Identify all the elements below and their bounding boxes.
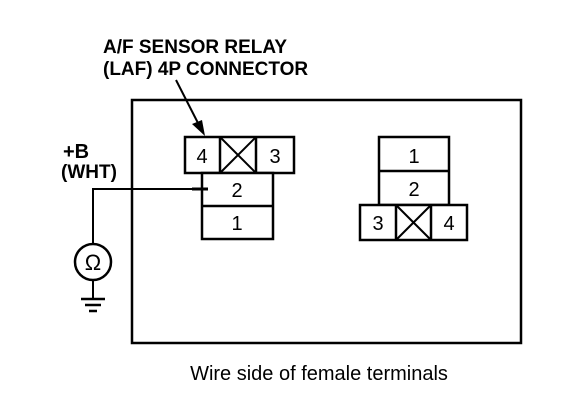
ohm-symbol: Ω bbox=[85, 250, 101, 275]
left-pin-3: 3 bbox=[269, 146, 280, 168]
left-pin-2: 2 bbox=[231, 180, 242, 202]
test-lead-wire bbox=[92, 188, 208, 245]
right-pin-4: 4 bbox=[443, 213, 454, 235]
power-label: +B bbox=[63, 141, 89, 163]
left-connector: 4 3 2 1 bbox=[183, 135, 296, 241]
right-pin-2: 2 bbox=[408, 179, 419, 201]
right-pin-3: 3 bbox=[372, 213, 383, 235]
left-pin-4: 4 bbox=[196, 146, 207, 168]
ground-icon bbox=[81, 297, 105, 313]
callout-arrowhead bbox=[192, 120, 205, 136]
right-pin-1: 1 bbox=[408, 146, 419, 168]
left-pin-1: 1 bbox=[231, 213, 242, 235]
caption: Wire side of female terminals bbox=[190, 363, 448, 385]
connector-face-outline bbox=[130, 98, 523, 345]
title-line-2: (LAF) 4P CONNECTOR bbox=[103, 59, 308, 80]
right-connector: 1 2 3 4 bbox=[358, 135, 469, 242]
wire-color-label: (WHT) bbox=[61, 162, 117, 183]
title-line-1: A/F SENSOR RELAY bbox=[103, 37, 287, 58]
callout-leader-line bbox=[175, 79, 200, 126]
